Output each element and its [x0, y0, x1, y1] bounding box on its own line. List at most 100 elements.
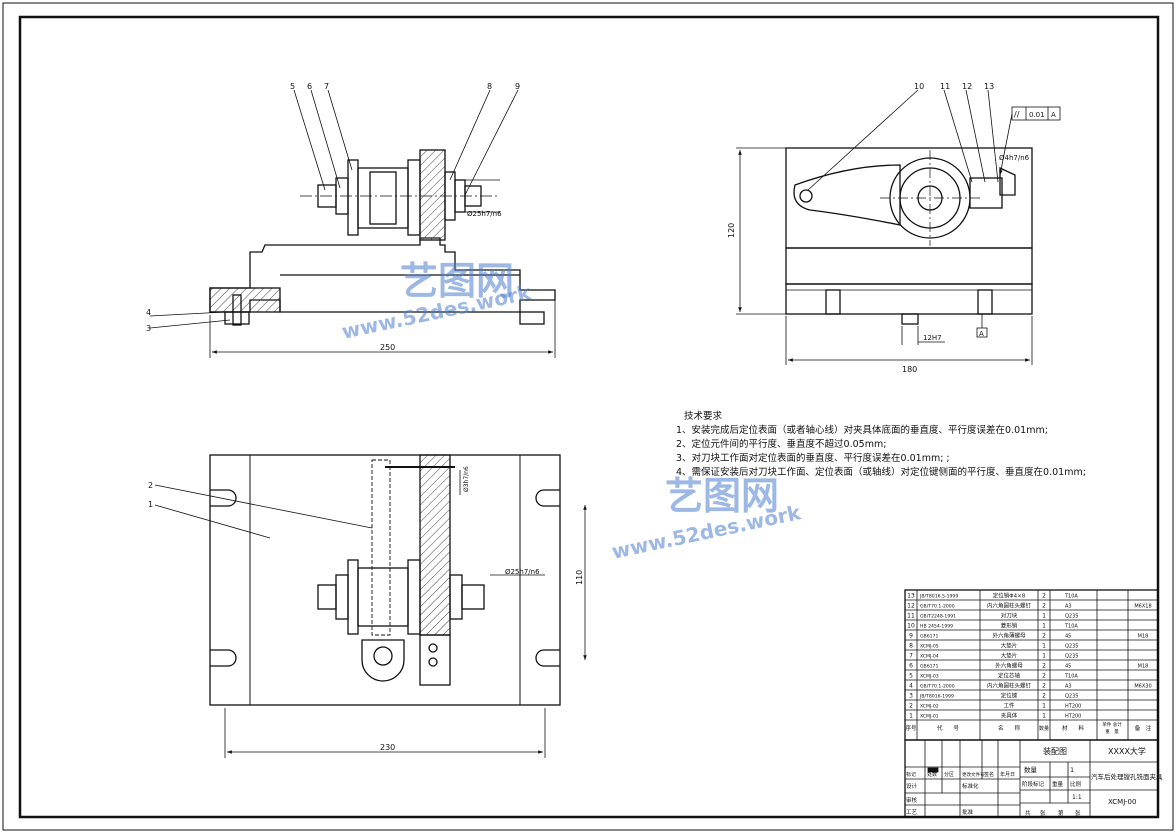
- bom-cell-mat: A3: [1065, 604, 1072, 610]
- workpiece-hidden: [371, 459, 391, 636]
- flange-right: [407, 159, 421, 236]
- bom-header-cell: 单件 总计: [1102, 721, 1122, 728]
- bom-cell-no: 8: [909, 643, 913, 650]
- top-flange-right: [407, 559, 421, 635]
- bom-cell-code: XCMJ-05: [920, 644, 939, 650]
- tb-weight: 重量: [1052, 780, 1064, 788]
- bom-cell-no: 13: [907, 593, 915, 600]
- tb-rev-0: 标记: [906, 771, 916, 778]
- screw-left: [232, 294, 242, 326]
- bom-cell-code: GB/T2248-1991: [920, 614, 956, 620]
- side-upper-block: [785, 147, 1033, 249]
- bolt-hole: [428, 657, 438, 667]
- top-flange-left: [347, 559, 359, 635]
- stamp: [927, 767, 939, 773]
- bom-cell-qty: 1: [1042, 643, 1046, 650]
- title-frame: [904, 739, 1159, 818]
- bom-cell-qty: 2: [1042, 603, 1046, 610]
- leader-2: [154, 484, 373, 529]
- front-view: [149, 89, 556, 358]
- requirement-3: 3、对刀块工作面对定位表面的垂直度、平行度误差在0.01mm; ;: [676, 453, 950, 464]
- slot-tr: [535, 489, 560, 507]
- flange-left: [347, 159, 359, 236]
- bom-cell-code: JB/T8016-1999: [919, 694, 954, 700]
- tb-rev-4: 签名: [984, 771, 994, 778]
- bom-cell-note: M18: [1138, 664, 1149, 670]
- top-washer-right: [449, 574, 463, 620]
- requirement-1: 1、安装完成后定位表面（或者轴心线）对夹具体底面的垂直度、平行度误差在0.01m…: [676, 425, 1048, 436]
- dim-fit-top-label: Ø25h7/n6: [505, 568, 540, 576]
- gdt-frame: [1011, 106, 1061, 121]
- bom-cell-code: XCMJ-02: [920, 704, 939, 710]
- bom-header-cell: 名 称: [998, 724, 1021, 732]
- bom-cell-no: 1: [909, 713, 913, 720]
- gdt-symbol: //: [1014, 110, 1020, 119]
- balloon-1: 1: [148, 500, 153, 509]
- top-mandrel: [357, 567, 409, 627]
- balloon-12: 12: [962, 82, 972, 91]
- top-nut-right: [461, 584, 485, 610]
- workpiece-arm: [793, 164, 901, 226]
- dim-12h7: 12H7: [923, 334, 942, 342]
- bom-cell-qty: 1: [1042, 623, 1046, 630]
- tb-rev-5: 年月日: [1000, 771, 1015, 778]
- tb-product: 汽车后处理镗孔铣面夹具: [1091, 772, 1163, 781]
- bom-cell-name: 内六角圆柱头螺钉: [987, 682, 1032, 690]
- bom-cell-mat: T10A: [1064, 594, 1078, 600]
- bom-cell-name: 大垫片: [1001, 652, 1018, 660]
- bom-cell-no: 10: [907, 623, 915, 630]
- bolt-hole: [428, 643, 438, 653]
- bom-cell-name: 定位销Φ4×8: [993, 592, 1026, 600]
- tb-sheet-3: 张: [1075, 809, 1081, 817]
- bom-cell-no: 5: [909, 673, 913, 680]
- requirement-2: 2、定位元件间的平行度、垂直度不超过0.05mm;: [676, 439, 887, 450]
- bom-cell-code: XCMJ-01: [920, 714, 939, 720]
- leader-8: [449, 89, 491, 181]
- gdt-datum: A: [1051, 111, 1056, 119]
- bom-cell-note: M18: [1138, 634, 1149, 640]
- title-block: [904, 739, 1159, 818]
- bom-cell-qty: 2: [1042, 663, 1046, 670]
- top-column-base: [419, 634, 451, 686]
- side-base: [785, 283, 1033, 315]
- tb-sheet-1: 张: [1040, 809, 1046, 817]
- slot-br: [535, 649, 560, 667]
- tb-role-review: 审核: [906, 796, 918, 804]
- bom-cell-mat: A3: [1065, 684, 1072, 690]
- pin-hole: [799, 189, 813, 203]
- mandrel-body: [357, 167, 409, 229]
- leader-7: [327, 89, 353, 171]
- bom-cell-name: 夹具体: [1001, 712, 1018, 720]
- bom-cell-name: 大垫片: [1001, 642, 1018, 650]
- leader-4: [149, 311, 226, 317]
- bom-cell-code: XCMJ-03: [920, 674, 939, 680]
- bom-cell-mat: 45: [1065, 634, 1071, 640]
- tb-role-process: 工艺: [906, 809, 918, 816]
- leader-12: [965, 89, 986, 183]
- balloon-8: 8: [487, 82, 492, 91]
- bom-cell-qty: 2: [1042, 693, 1046, 700]
- balloon-4: 4: [146, 308, 151, 317]
- balloon-11: 11: [940, 82, 950, 91]
- tb-sheet-0: 共: [1025, 809, 1031, 817]
- bom-frame: [904, 589, 1159, 741]
- bom-cell-qty: 2: [1042, 633, 1046, 640]
- balloon-9: 9: [515, 82, 520, 91]
- bom-cell-no: 12: [907, 603, 915, 610]
- tb-approve: 批准: [962, 808, 974, 816]
- title-block-text: 装配图 XXXX大学 数量 1 汽车后处理镗孔铣面夹具 阶段标记 重量 比例 1…: [906, 746, 1163, 817]
- tb-drawing-type: 装配图: [1043, 746, 1067, 756]
- bom-cell-no: 6: [909, 663, 913, 670]
- bom-cell-code: GB6171: [920, 664, 938, 670]
- bom-cell-name: 定位键: [1001, 692, 1018, 700]
- bom-cell-qty: 1: [1042, 653, 1046, 660]
- bom-cell-code: HB 2454-1999: [920, 624, 953, 630]
- balloon-7: 7: [324, 82, 329, 91]
- bom-cell-mat: 45: [1065, 664, 1071, 670]
- leader-1: [154, 504, 271, 539]
- requirement-4: 4、需保证安装后对刀块工作面、定位表面（或轴线）对定位键侧面的平行度、垂直度在0…: [676, 467, 1086, 478]
- leader-5: [293, 89, 326, 191]
- bom-cell-code: GB/T70.1-2000: [920, 684, 955, 690]
- balloon-2: 2: [148, 481, 153, 490]
